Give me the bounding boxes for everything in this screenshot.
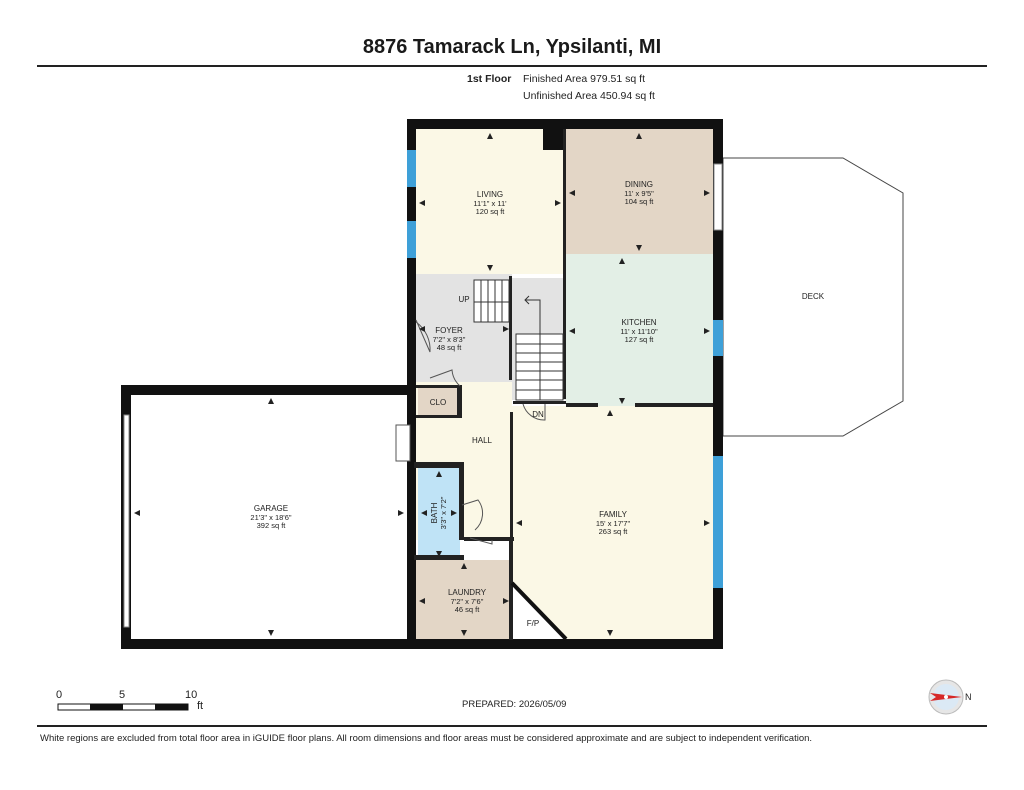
room-kitchen-label: KITCHEN 11' x 11'10" 127 sq ft [620, 318, 658, 344]
svg-text:BATH: BATH [430, 502, 439, 523]
garage-door [123, 414, 130, 628]
svg-text:21'3" x 18'6": 21'3" x 18'6" [250, 513, 291, 522]
compass-icon [928, 679, 964, 715]
room-clo-fill [418, 388, 458, 415]
door-swings [415, 319, 546, 545]
svg-text:DINING: DINING [625, 180, 653, 189]
unfinished-area: Unfinished Area 450.94 sq ft [523, 90, 655, 102]
stair-down-label: DN [532, 410, 544, 419]
room-laundry-fill [416, 560, 512, 639]
disclaimer: White regions are excluded from total fl… [40, 733, 813, 744]
room-living-label: LIVING 11'1" x 11' 120 sq ft [473, 190, 507, 216]
dining-slider [713, 163, 723, 231]
svg-text:392 sq ft: 392 sq ft [257, 521, 287, 530]
room-living-fill [416, 128, 563, 274]
room-foyer-label: FOYER 7'2" x 8'3" 48 sq ft [433, 326, 466, 352]
svg-text:120 sq ft: 120 sq ft [476, 207, 506, 216]
svg-text:7'2" x 8'3": 7'2" x 8'3" [433, 335, 466, 344]
staircase-up [473, 279, 510, 323]
svg-text:104 sq ft: 104 sq ft [625, 197, 655, 206]
hall-label: HALL [472, 436, 493, 445]
deck-label: DECK [802, 292, 825, 301]
svg-text:11'1" x 11': 11'1" x 11' [473, 199, 507, 208]
room-family-fill [512, 406, 713, 639]
plan-title: 8876 Tamarack Ln, Ypsilanti, MI [362, 36, 662, 58]
svg-text:11' x 9'5": 11' x 9'5" [624, 189, 654, 198]
prepared-date: PREPARED: 2026/05/09 [462, 699, 567, 710]
svg-text:FOYER: FOYER [435, 326, 463, 335]
staircase-down [515, 295, 564, 401]
floor-name: 1st Floor [467, 73, 512, 85]
closet-label: CLO [430, 398, 446, 407]
svg-text:LAUNDRY: LAUNDRY [448, 588, 487, 597]
scale-tick-0: 0 [56, 689, 63, 701]
svg-text:7'2" x 7'6": 7'2" x 7'6" [451, 597, 484, 606]
footer-rule [37, 725, 987, 727]
finished-area: Finished Area 979.51 sq ft [523, 73, 645, 85]
title-rule [37, 65, 987, 67]
scale-unit: ft [197, 700, 204, 712]
fireplace-label: F/P [527, 619, 539, 628]
svg-text:263 sq ft: 263 sq ft [599, 527, 629, 536]
svg-text:48 sq ft: 48 sq ft [437, 343, 463, 352]
fireplace-edge [510, 581, 568, 641]
room-dining-label: DINING 11' x 9'5" 104 sq ft [624, 180, 654, 206]
compass-label: N [965, 692, 972, 702]
scale-bar [57, 703, 189, 711]
windows [407, 150, 723, 588]
exterior-step [395, 424, 411, 462]
svg-text:KITCHEN: KITCHEN [621, 318, 656, 327]
scale-tick-10: 10 [185, 689, 198, 701]
svg-text:11' x 11'10": 11' x 11'10" [620, 327, 658, 336]
room-bath-label: BATH 3'3" x 7'2" [430, 496, 448, 529]
svg-text:GARAGE: GARAGE [254, 504, 288, 513]
room-family-label: FAMILY 15' x 17'7" 263 sq ft [596, 510, 631, 536]
svg-text:46 sq ft: 46 sq ft [455, 605, 481, 614]
stair-up-label: UP [458, 295, 469, 304]
scale-tick-5: 5 [119, 689, 126, 701]
svg-text:3'3" x 7'2": 3'3" x 7'2" [439, 496, 448, 529]
dimension-arrows [134, 133, 710, 636]
room-kitchen-fill [566, 254, 713, 406]
room-laundry-label: LAUNDRY 7'2" x 7'6" 46 sq ft [448, 588, 487, 614]
svg-text:FAMILY: FAMILY [599, 510, 628, 519]
interior-walls [414, 129, 713, 640]
room-garage-label: GARAGE 21'3" x 18'6" 392 sq ft [250, 504, 291, 530]
room-dining-fill [566, 128, 713, 254]
svg-text:LIVING: LIVING [477, 190, 503, 199]
svg-text:15' x 17'7": 15' x 17'7" [596, 519, 631, 528]
svg-text:127 sq ft: 127 sq ft [625, 335, 655, 344]
